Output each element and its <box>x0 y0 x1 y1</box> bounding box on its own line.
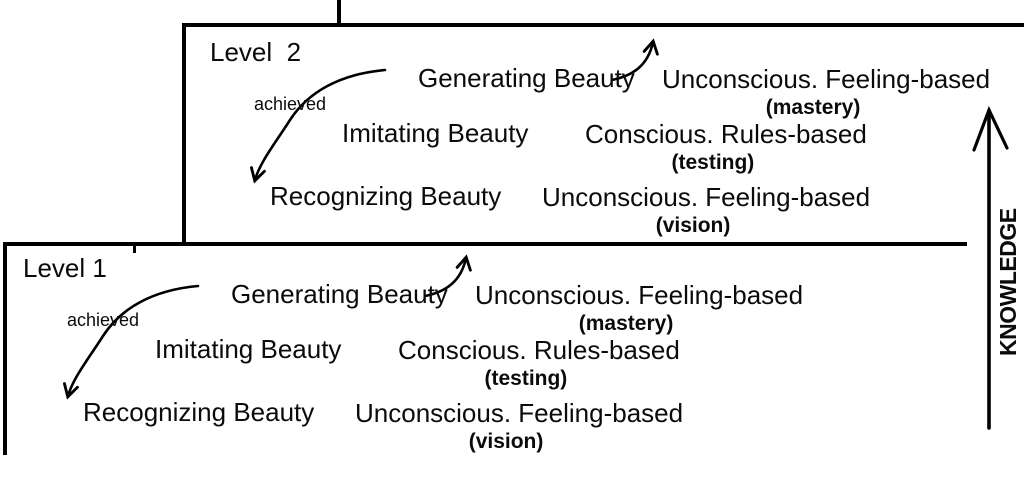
mode-block-mastery: Unconscious. Feeling-based (mastery) <box>475 281 803 334</box>
mode-tag: (mastery) <box>765 95 861 119</box>
mode-tag: (testing) <box>484 366 568 390</box>
mode-tag: (mastery) <box>578 311 674 335</box>
mode-description: Unconscious. Feeling-based <box>475 280 804 310</box>
level-up-arrow-icon <box>423 254 472 298</box>
knowledge-axis-arrow-icon <box>972 105 1009 430</box>
level-1-box <box>3 242 967 455</box>
achieved-label: achieved <box>254 94 327 114</box>
mode-description: Conscious. Rules-based <box>398 335 680 365</box>
knowledge-axis-label: KNOWLEDGE <box>995 208 1021 356</box>
mode-block-testing: Conscious. Rules-based (testing) <box>398 336 680 389</box>
stage-recognizing-beauty: Recognizing Beauty <box>83 397 315 427</box>
top-connector-line <box>337 0 341 27</box>
level-2-label: Level 2 <box>210 37 302 67</box>
achieved-curved-arrow-icon <box>62 284 200 400</box>
achieved-curved-arrow-icon <box>249 68 387 184</box>
stage-imitating-beauty: Imitating Beauty <box>342 118 529 148</box>
stage-imitating-beauty: Imitating Beauty <box>155 334 342 364</box>
level-up-arrow-icon <box>610 38 659 82</box>
mode-tag: (vision) <box>655 213 731 237</box>
mode-description: Unconscious. Feeling-based <box>662 64 991 94</box>
mode-description: Unconscious. Feeling-based <box>355 398 684 428</box>
level-2-box <box>182 23 1024 242</box>
mode-description: Conscious. Rules-based <box>585 119 867 149</box>
stage-generating-beauty: Generating Beauty <box>418 63 635 93</box>
mode-tag: (vision) <box>468 429 544 453</box>
mode-block-vision: Unconscious. Feeling-based (vision) <box>355 399 683 452</box>
stage-recognizing-beauty: Recognizing Beauty <box>270 181 502 211</box>
mode-block-vision: Unconscious. Feeling-based (vision) <box>542 183 870 236</box>
achieved-label: achieved <box>67 310 140 330</box>
mode-block-mastery: Unconscious. Feeling-based (mastery) <box>662 65 990 118</box>
level-2-panel: Level 2 achieved Generating Beauty Uncon… <box>190 26 1024 242</box>
level-1-label: Level 1 <box>23 253 107 283</box>
level-1-panel: Level 1 achieved Generating Beauty Uncon… <box>3 242 848 455</box>
mode-tag: (testing) <box>671 150 755 174</box>
stage-generating-beauty: Generating Beauty <box>231 279 448 309</box>
stray-tick-mark <box>133 246 136 253</box>
mode-block-testing: Conscious. Rules-based (testing) <box>585 120 867 173</box>
mode-description: Unconscious. Feeling-based <box>542 182 871 212</box>
